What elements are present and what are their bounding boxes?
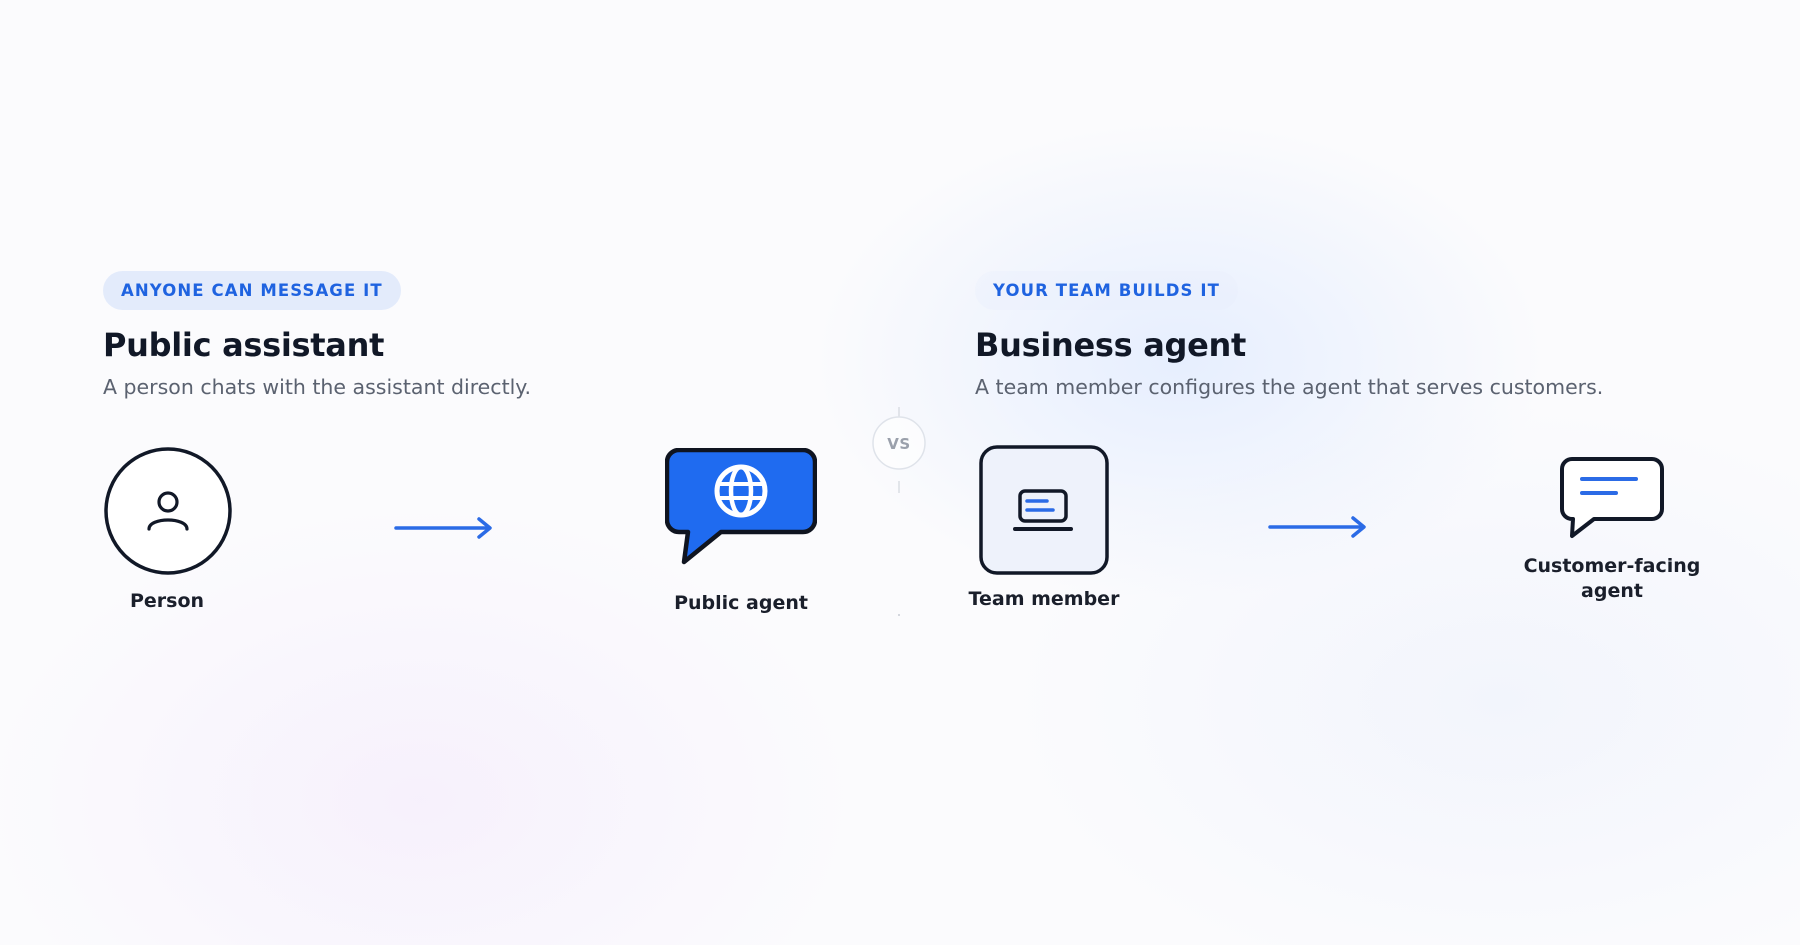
business-agent-subtitle: A team member configures the agent that … — [975, 375, 1604, 399]
public-agent-node — [665, 448, 817, 566]
person-node — [103, 446, 233, 576]
public-assistant-tag: ANYONE CAN MESSAGE IT — [103, 271, 401, 310]
vs-divider-graphic — [872, 407, 926, 616]
business-agent-title: Business agent — [975, 326, 1246, 364]
person-label: Person — [129, 590, 205, 612]
customer-facing-agent-label: Customer-facing agent — [1523, 555, 1701, 602]
public-assistant-panel: ANYONE CAN MESSAGE IT Public assistant A… — [103, 271, 863, 614]
vs-divider: VS — [869, 405, 929, 620]
laptop-icon — [979, 445, 1109, 575]
business-agent-panel: YOUR TEAM BUILDS IT Business agent A tea… — [969, 271, 1755, 610]
public-assistant-subtitle: A person chats with the assistant direct… — [103, 375, 532, 399]
person-icon — [104, 447, 232, 575]
chat-bubble-icon — [1560, 457, 1664, 538]
arrow-right-icon — [1268, 516, 1366, 538]
public-assistant-title: Public assistant — [103, 326, 385, 364]
team-member-node — [979, 445, 1109, 575]
arrow-right-icon — [394, 517, 492, 539]
team-member-label: Team member — [968, 588, 1120, 610]
globe-chat-bubble-icon — [665, 448, 817, 565]
customer-facing-agent-node — [1560, 457, 1664, 539]
business-agent-tag: YOUR TEAM BUILDS IT — [975, 271, 1238, 310]
vs-label: VS — [887, 435, 911, 453]
public-agent-label: Public agent — [674, 592, 808, 614]
